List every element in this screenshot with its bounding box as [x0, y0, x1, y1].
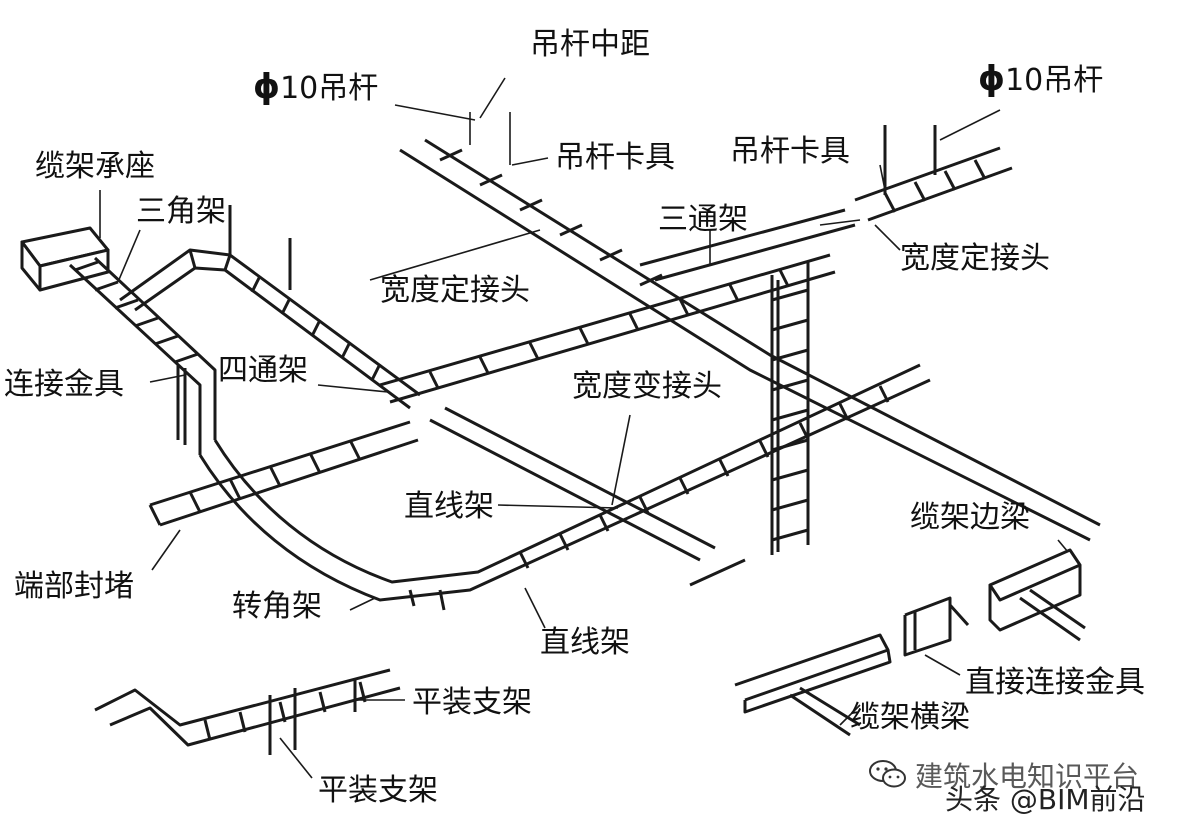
wechat-icon — [869, 760, 906, 788]
watermark-line2: 头条 @BIM前沿 — [945, 783, 1146, 816]
label-connection-fitting: 连接金具 — [4, 367, 124, 402]
tray-bottom-left — [94, 668, 401, 755]
label-triangle-bracket: 三角架 — [136, 194, 226, 229]
label-tray-crossbeam: 缆架横梁 — [850, 700, 970, 735]
label-straight-tray-bottom: 直线架 — [540, 625, 630, 660]
tray-lower-sweep — [198, 363, 931, 611]
tray-vertical-ladder — [770, 262, 810, 555]
tray-left-descending — [68, 256, 217, 455]
label-hanger-rod-left-text: 10吊杆 — [280, 71, 379, 106]
leader-lines — [99, 77, 1069, 779]
label-hanger-rod-left: ϕ10吊杆 — [253, 70, 378, 104]
tray-hanger-diagonal — [399, 138, 1101, 542]
tray-upper-loop — [119, 205, 421, 410]
label-tray-side-beam: 缆架边梁 — [910, 500, 1030, 535]
label-flat-bracket-bottom: 平装支架 — [318, 773, 438, 808]
label-hanger-clamp-right: 吊杆卡具 — [730, 134, 850, 169]
tray-cross-lower-right — [429, 406, 746, 587]
detail-crossbeam — [734, 633, 892, 737]
label-flat-bracket-top: 平装支架 — [412, 685, 532, 720]
label-tray-support-seat: 缆架承座 — [35, 149, 155, 184]
label-straight-tray-center: 直线架 — [404, 489, 494, 524]
label-hanger-rod-right-text: 10吊杆 — [1005, 63, 1104, 98]
label-end-cap: 端部封堵 — [14, 569, 134, 604]
label-tee-tray: 三通架 — [658, 202, 748, 237]
detail-side-beam — [988, 548, 1086, 642]
watermark-line1: 建筑水电知识平台 — [915, 760, 1140, 793]
label-hanger-rod-right: ϕ10吊杆 — [978, 62, 1103, 96]
label-hanger-spacing: 吊杆中距 — [530, 27, 650, 62]
phi-symbol-right: ϕ — [978, 59, 1006, 99]
label-fixed-width-joint-right: 宽度定接头 — [900, 241, 1050, 276]
tray-assembly — [20, 125, 1101, 755]
tray-left-horizontal — [148, 420, 419, 527]
label-fixed-width-joint-center: 宽度定接头 — [380, 273, 530, 308]
label-variable-width-joint: 宽度变接头 — [572, 369, 722, 404]
label-corner-tray: 转角架 — [232, 589, 322, 624]
label-hanger-clamp-center: 吊杆卡具 — [555, 140, 675, 175]
detail-connection-bracket — [903, 596, 970, 657]
phi-symbol-left: ϕ — [253, 67, 281, 107]
tray-cross-upper-right — [379, 253, 836, 404]
label-direct-connection-fitting: 直接连接金具 — [965, 665, 1145, 700]
tray-tee-top — [639, 208, 856, 282]
tray-top-right — [854, 125, 1013, 222]
label-cross-tray: 四通架 — [218, 353, 308, 388]
